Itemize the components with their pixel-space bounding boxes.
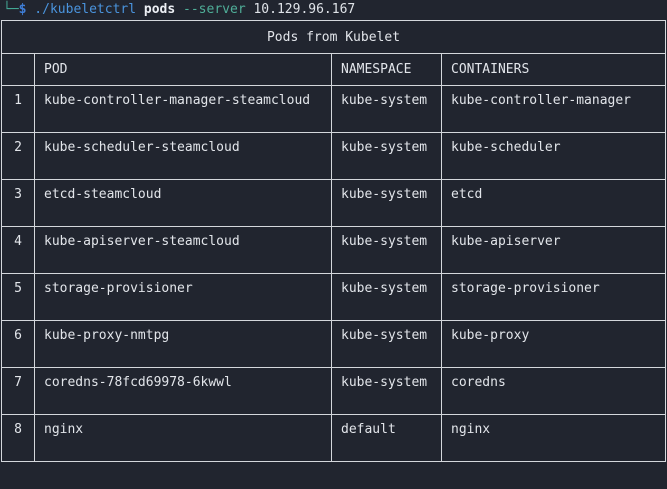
containers-cell: nginx <box>441 414 666 462</box>
table-row: 8 nginx default nginx <box>1 414 666 462</box>
table-row: 4 kube-apiserver-steamcloud kube-system … <box>1 226 666 274</box>
table-row: 5 storage-provisioner kube-system storag… <box>1 273 666 321</box>
command-subcommand: pods <box>136 2 176 17</box>
table-title: Pods from Kubelet <box>1 20 666 54</box>
row-index-cell: 2 <box>1 132 35 180</box>
prompt-branch-symbol: └─ <box>3 2 19 17</box>
pod-name-cell: storage-provisioner <box>34 273 332 321</box>
namespace-cell: kube-system <box>331 85 442 133</box>
pods-table: Pods from Kubelet POD NAMESPACE CONTAINE… <box>1 20 666 462</box>
namespace-cell: kube-system <box>331 226 442 274</box>
row-index-cell: 5 <box>1 273 35 321</box>
namespace-cell: kube-system <box>331 132 442 180</box>
pod-name-cell: coredns-78fcd69978-6kwwl <box>34 367 332 415</box>
command-line[interactable]: └─$ ./kubeletctrl pods --server 10.129.9… <box>3 1 355 19</box>
command-flag: --server <box>175 2 246 17</box>
namespace-cell: kube-system <box>331 273 442 321</box>
containers-cell: coredns <box>441 367 666 415</box>
column-header-containers: CONTAINERS <box>441 53 666 86</box>
row-index-cell: 7 <box>1 367 35 415</box>
pod-name-cell: etcd-steamcloud <box>34 179 332 227</box>
containers-cell: storage-provisioner <box>441 273 666 321</box>
column-header-index <box>1 53 35 86</box>
containers-cell: kube-scheduler <box>441 132 666 180</box>
prompt-dollar-symbol: $ <box>18 2 27 17</box>
row-index-cell: 4 <box>1 226 35 274</box>
pod-name-cell: kube-proxy-nmtpg <box>34 320 332 368</box>
namespace-cell: kube-system <box>331 320 442 368</box>
table-title-row: Pods from Kubelet <box>1 20 666 54</box>
table-row: 3 etcd-steamcloud kube-system etcd <box>1 179 666 227</box>
containers-cell: etcd <box>441 179 666 227</box>
namespace-cell: kube-system <box>331 179 442 227</box>
table-header-row: POD NAMESPACE CONTAINERS <box>1 53 666 86</box>
pod-name-cell: kube-scheduler-steamcloud <box>34 132 332 180</box>
command-binary: ./kubeletctrl <box>26 2 137 17</box>
containers-cell: kube-apiserver <box>441 226 666 274</box>
table-row: 7 coredns-78fcd69978-6kwwl kube-system c… <box>1 367 666 415</box>
pod-name-cell: nginx <box>34 414 332 462</box>
command-flag-value: 10.129.96.167 <box>245 2 356 17</box>
containers-cell: kube-proxy <box>441 320 666 368</box>
namespace-cell: kube-system <box>331 367 442 415</box>
namespace-cell: default <box>331 414 442 462</box>
row-index-cell: 1 <box>1 85 35 133</box>
column-header-pod: POD <box>34 53 332 86</box>
table-row: 6 kube-proxy-nmtpg kube-system kube-prox… <box>1 320 666 368</box>
table-row: 1 kube-controller-manager-steamcloud kub… <box>1 85 666 133</box>
row-index-cell: 6 <box>1 320 35 368</box>
row-index-cell: 8 <box>1 414 35 462</box>
pod-name-cell: kube-controller-manager-steamcloud <box>34 85 332 133</box>
containers-cell: kube-controller-manager <box>441 85 666 133</box>
pod-name-cell: kube-apiserver-steamcloud <box>34 226 332 274</box>
row-index-cell: 3 <box>1 179 35 227</box>
column-header-namespace: NAMESPACE <box>331 53 442 86</box>
table-row: 2 kube-scheduler-steamcloud kube-system … <box>1 132 666 180</box>
